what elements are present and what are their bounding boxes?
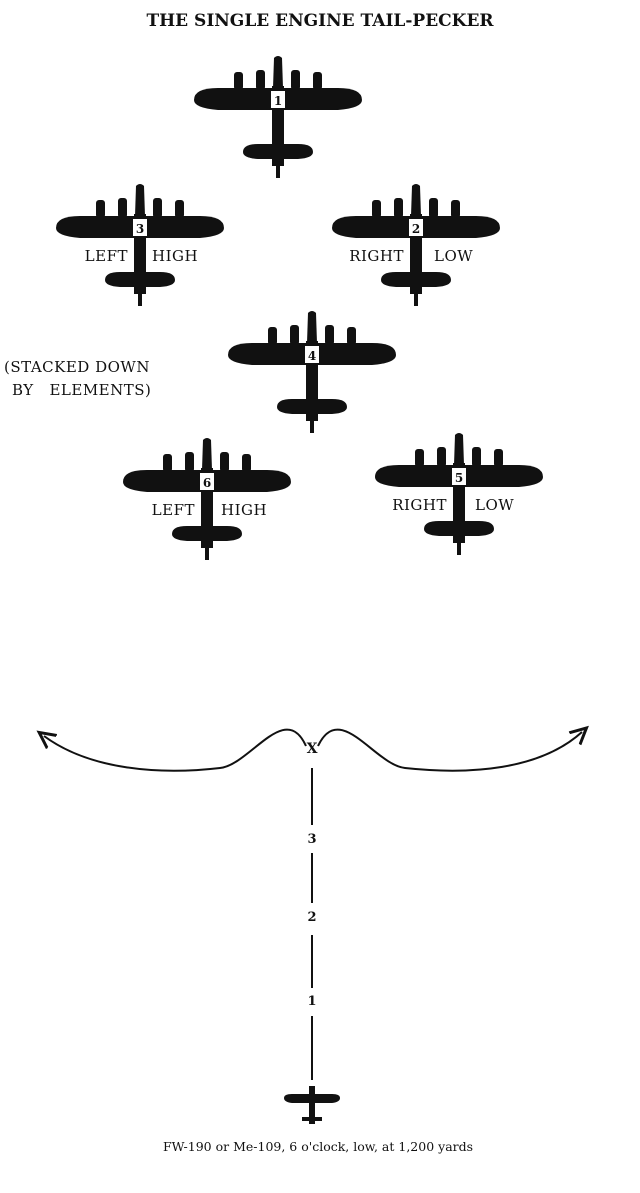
bomber-6: 6 LEFT HIGH — [123, 438, 291, 560]
bomber-number: 5 — [455, 471, 463, 485]
diagram-title: THE SINGLE ENGINE TAIL-PECKER — [146, 11, 494, 31]
approach-position-3: 3 — [307, 832, 316, 847]
bomber-silhouette-icon — [56, 184, 224, 306]
attack-caption: FW-190 or Me-109, 6 o'clock, low, at 1,2… — [163, 1139, 473, 1154]
bomber-silhouette-icon — [332, 184, 500, 306]
bomber-number: 3 — [136, 222, 144, 236]
fighter-silhouette-icon — [284, 1086, 340, 1124]
approach-position-2: 2 — [307, 910, 316, 925]
position-label-left: RIGHT — [349, 247, 404, 265]
position-label-right: LOW — [434, 247, 473, 265]
bomber-5: 5 RIGHT LOW — [375, 433, 543, 555]
bomber-silhouette-icon — [375, 433, 543, 555]
bomber-2: 2 RIGHT LOW — [332, 184, 500, 306]
bomber-silhouette-icon — [194, 56, 362, 178]
bomber-1: 1 — [194, 56, 362, 178]
bomber-silhouette-icon — [228, 311, 396, 433]
position-label-right: LOW — [475, 496, 514, 514]
bomber-3: 3 LEFT HIGH — [56, 184, 224, 306]
position-label-right: HIGH — [152, 247, 198, 265]
breakaway-point-mark: X — [307, 741, 318, 757]
bomber-number: 1 — [274, 94, 282, 108]
stacking-note-line1: (STACKED DOWN — [4, 358, 150, 376]
bomber-number: 6 — [203, 476, 211, 490]
bomber-silhouette-icon — [123, 438, 291, 560]
breakaway-curve-right — [317, 730, 582, 772]
approach-position-1: 1 — [307, 994, 316, 1009]
position-label-left: RIGHT — [392, 496, 447, 514]
position-label-left: LEFT — [152, 501, 195, 519]
attack-path: X 3 2 1 — [44, 730, 582, 1080]
bomber-number: 2 — [412, 222, 420, 236]
position-label-left: LEFT — [85, 247, 128, 265]
bomber-4: 4 — [228, 311, 396, 433]
bomber-number: 4 — [308, 349, 316, 363]
stacking-note-line2: BY ELEMENTS) — [12, 381, 151, 399]
breakaway-curve-left — [44, 728, 307, 772]
position-label-right: HIGH — [221, 501, 267, 519]
